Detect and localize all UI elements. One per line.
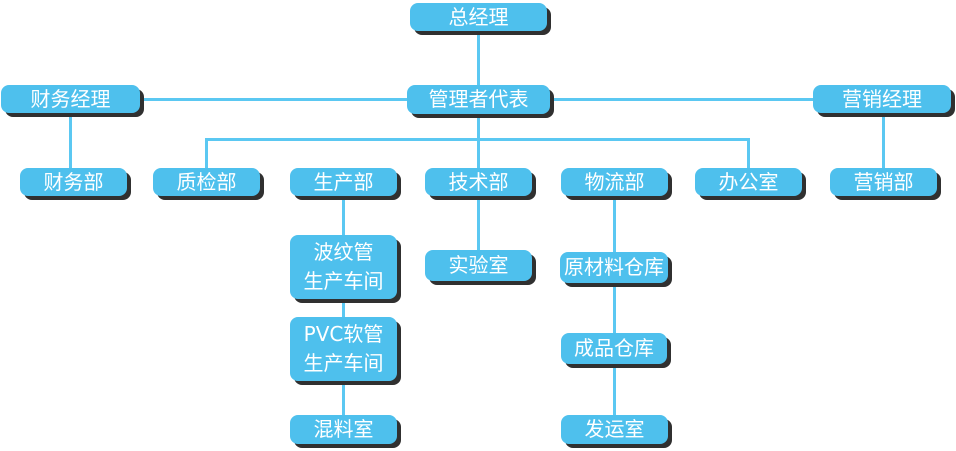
connector-office-drop bbox=[747, 138, 750, 168]
connector-production-chain-2 bbox=[342, 299, 345, 317]
node-quality-dept: 质检部 bbox=[153, 168, 260, 196]
node-raw-material-warehouse: 原材料仓库 bbox=[560, 252, 668, 283]
node-laboratory: 实验室 bbox=[425, 250, 532, 281]
connector-production-chain-3 bbox=[342, 381, 345, 415]
node-office: 办公室 bbox=[695, 168, 802, 196]
node-logistics-dept: 物流部 bbox=[561, 168, 668, 196]
connector-production-chain-1 bbox=[342, 196, 345, 235]
node-general-manager: 总经理 bbox=[410, 3, 547, 31]
connector-logistics-chain-1 bbox=[613, 196, 616, 252]
connector-finance-drop bbox=[69, 113, 72, 168]
node-shipping-room: 发运室 bbox=[561, 415, 668, 444]
node-marketing-manager: 营销经理 bbox=[813, 85, 951, 113]
node-mixing-room: 混料室 bbox=[290, 415, 397, 444]
node-corrugated-pipe-workshop: 波纹管 生产车间 bbox=[290, 235, 397, 299]
connector-marketing-drop bbox=[882, 113, 885, 168]
node-management-representative: 管理者代表 bbox=[407, 85, 550, 114]
node-pvc-hose-workshop: PVC软管 生产车间 bbox=[290, 317, 397, 381]
connector-gm-to-rep bbox=[477, 31, 480, 85]
connector-rep-to-bus bbox=[477, 114, 480, 168]
node-marketing-dept: 营销部 bbox=[830, 168, 937, 196]
connector-logistics-chain-2 bbox=[613, 283, 616, 333]
node-finance-dept: 财务部 bbox=[20, 168, 127, 196]
connector-technology-drop bbox=[477, 196, 480, 250]
node-finance-manager: 财务经理 bbox=[1, 85, 140, 113]
connector-department-bus bbox=[205, 138, 750, 141]
node-technology-dept: 技术部 bbox=[425, 168, 532, 196]
connector-quality-drop bbox=[205, 138, 208, 168]
node-production-dept: 生产部 bbox=[290, 168, 397, 196]
node-finished-goods-warehouse: 成品仓库 bbox=[561, 333, 667, 364]
connector-logistics-chain-3 bbox=[613, 364, 616, 415]
